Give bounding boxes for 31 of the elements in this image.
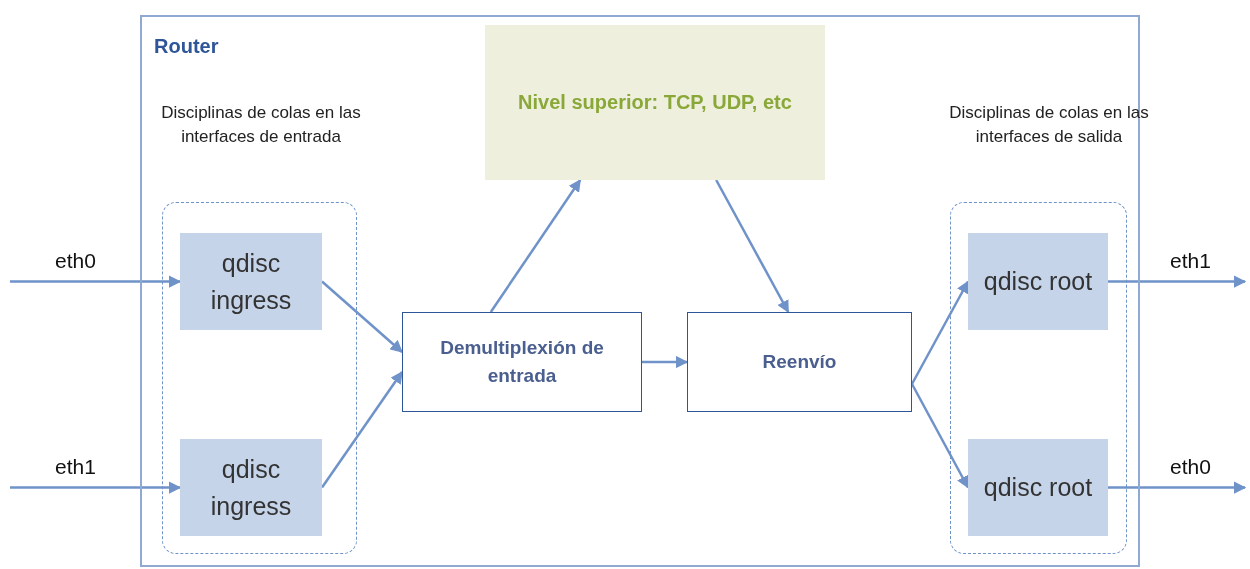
layer-box bbox=[485, 25, 825, 180]
frame-title: Router bbox=[154, 35, 219, 58]
qdisc-label: qdisc root bbox=[983, 472, 1093, 504]
qdisc-box bbox=[968, 439, 1108, 536]
qdisc-label: qdisc root bbox=[983, 266, 1093, 298]
group-heading: Disciplinas de colas en las interfaces de salida bbox=[948, 102, 1150, 148]
arrow bbox=[10, 275, 182, 288]
qdisc-label: qdisc ingress bbox=[209, 248, 293, 316]
arrow bbox=[642, 355, 689, 369]
edge-label: eth1 bbox=[55, 454, 96, 479]
process-label: Reenvío bbox=[761, 349, 838, 374]
arrow bbox=[910, 280, 970, 385]
edge-label: eth1 bbox=[1170, 248, 1211, 273]
arrow bbox=[715, 179, 790, 314]
arrow bbox=[321, 280, 403, 353]
qdisc-box bbox=[180, 439, 322, 536]
arrow bbox=[910, 383, 970, 489]
qdisc-box bbox=[180, 233, 322, 330]
arrow bbox=[489, 178, 582, 313]
arrow bbox=[1108, 481, 1247, 494]
process-box bbox=[687, 312, 912, 412]
qdisc-box bbox=[968, 233, 1108, 330]
arrow bbox=[10, 481, 182, 494]
qdisc-label: qdisc ingress bbox=[209, 454, 293, 522]
arrow bbox=[1108, 275, 1247, 288]
group-heading: Disciplinas de colas en las interfaces de entrada bbox=[160, 102, 362, 148]
edge-label: eth0 bbox=[1170, 454, 1211, 479]
process-box bbox=[402, 312, 642, 412]
edge-label: eth0 bbox=[55, 248, 96, 273]
process-label: Demultiplexión de entrada bbox=[439, 335, 605, 388]
layer-label: Nivel superior: TCP, UDP, etc bbox=[518, 91, 792, 114]
